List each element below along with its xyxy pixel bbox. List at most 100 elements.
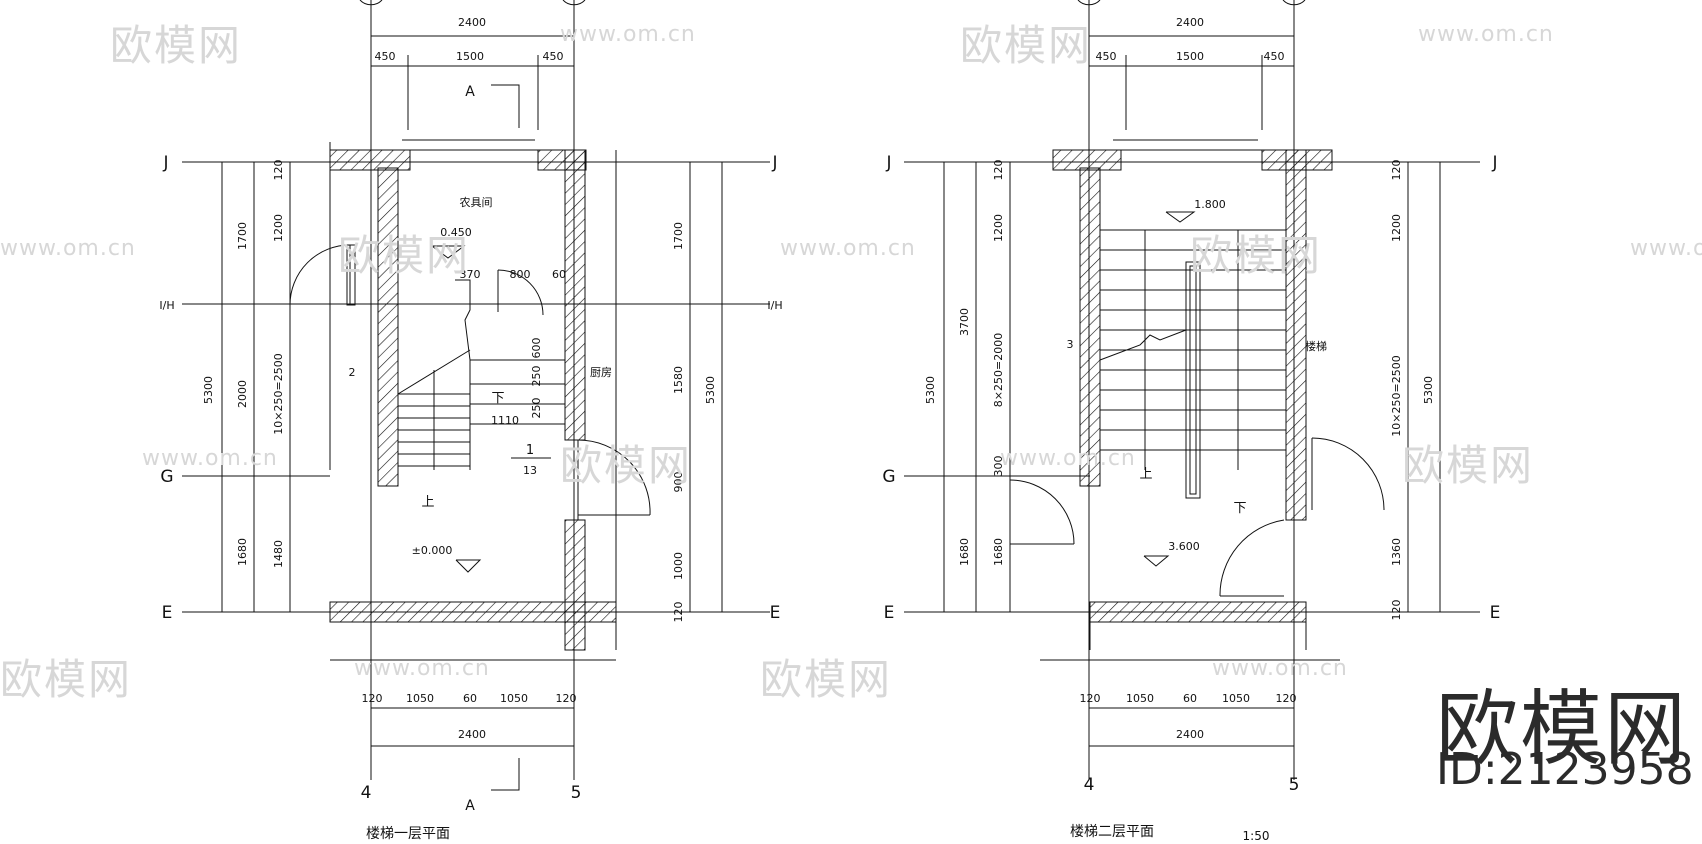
dim-left-1480: 1480 bbox=[272, 540, 285, 568]
plan-right-scale: 1:50 bbox=[1243, 829, 1270, 840]
dim2-right-5300: 5300 bbox=[1422, 376, 1435, 404]
dim-left-120: 120 bbox=[272, 160, 285, 181]
dim-left-1700: 1700 bbox=[236, 222, 249, 250]
axis-label-e-right: E bbox=[770, 603, 781, 623]
dim-bot-1050b: 1050 bbox=[500, 692, 528, 705]
section-mark-top: A bbox=[465, 84, 475, 100]
wall-right-upper bbox=[564, 149, 586, 441]
axis2-label-j-left: J bbox=[885, 153, 891, 173]
room-right-label: 厨房 bbox=[590, 366, 612, 379]
dim2-left-1200: 1200 bbox=[992, 214, 1005, 242]
dim-top-1500: 1500 bbox=[456, 50, 484, 63]
dim2-bot-1050a: 1050 bbox=[1126, 692, 1154, 705]
dim2-top-450b: 450 bbox=[1264, 50, 1285, 63]
dim2-left-1680b: 1680 bbox=[992, 538, 1005, 566]
dim2-top-1500: 1500 bbox=[1176, 50, 1204, 63]
down-label: 下 bbox=[491, 391, 504, 406]
wall-bottom bbox=[329, 601, 617, 623]
up-label-2: 上 bbox=[1139, 467, 1152, 482]
dim-right-900: 900 bbox=[672, 472, 685, 493]
level-floor-2: 3.600 bbox=[1168, 540, 1200, 553]
dim-left-1680: 1680 bbox=[236, 538, 249, 566]
dim-inner-600: 600 bbox=[530, 338, 543, 359]
dim-top-450b: 450 bbox=[543, 50, 564, 63]
plan-right bbox=[904, 0, 1480, 780]
detail-ref-bottom: 13 bbox=[523, 464, 537, 477]
room-label: 农具间 bbox=[460, 195, 493, 209]
dim-bot-60: 60 bbox=[463, 692, 477, 705]
wall2-top-left bbox=[1052, 149, 1122, 171]
room-right-label-2: 楼梯 bbox=[1305, 339, 1327, 353]
axis2-label-g-left: G bbox=[882, 467, 895, 487]
dim2-right-120a: 120 bbox=[1390, 160, 1403, 181]
plan-left-text: 2400 450 1500 450 A A J J I/H I/H G E E … bbox=[159, 16, 782, 842]
axis-label-4: 4 bbox=[361, 783, 372, 803]
axis-label-ih-right: I/H bbox=[767, 299, 782, 312]
dim-inner-370: 370 bbox=[460, 268, 481, 281]
up-label: 上 bbox=[421, 495, 434, 510]
dim2-top-450a: 450 bbox=[1096, 50, 1117, 63]
dim2-bot-120b: 120 bbox=[1276, 692, 1297, 705]
level-top: 1.800 bbox=[1194, 198, 1226, 211]
axis-label-j-left: J bbox=[162, 153, 168, 173]
level-floor: ±0.000 bbox=[412, 544, 453, 557]
dim2-bot-120a: 120 bbox=[1080, 692, 1101, 705]
dim2-left-steps: 8×250=2000 bbox=[992, 333, 1005, 407]
dim2-right-1360: 1360 bbox=[1390, 538, 1403, 566]
stair-note-2: 3 bbox=[1067, 338, 1074, 351]
dim-inner-800: 800 bbox=[510, 268, 531, 281]
dim2-left-5300: 5300 bbox=[924, 376, 937, 404]
dim-left-steps: 10×250=2500 bbox=[272, 353, 285, 434]
dim-left-1200: 1200 bbox=[272, 214, 285, 242]
brand-logo: 欧模网 bbox=[1436, 682, 1689, 777]
dim2-right-120b: 120 bbox=[1390, 600, 1403, 621]
dim-inner-250b: 250 bbox=[530, 398, 543, 419]
wall-right-lower bbox=[564, 519, 586, 651]
dim2-bot-total: 2400 bbox=[1176, 728, 1204, 741]
section-mark-bottom: A bbox=[465, 798, 475, 814]
axis-label-ih-left: I/H bbox=[159, 299, 174, 312]
axis-label-j-right: J bbox=[771, 153, 777, 173]
dim-right-120: 120 bbox=[672, 602, 685, 623]
dim-right-5300: 5300 bbox=[704, 376, 717, 404]
dim2-right-1200: 1200 bbox=[1390, 214, 1403, 242]
down-label-2: 下 bbox=[1233, 501, 1246, 516]
level-room: 0.450 bbox=[440, 226, 472, 239]
wall-left bbox=[377, 167, 399, 487]
wall2-right bbox=[1285, 149, 1307, 521]
dim-right-1700: 1700 bbox=[672, 222, 685, 250]
dim-bot-1050a: 1050 bbox=[406, 692, 434, 705]
dim2-left-1680a: 1680 bbox=[958, 538, 971, 566]
dim-top-total: 2400 bbox=[458, 16, 486, 29]
axis-label-e-left: E bbox=[162, 603, 173, 623]
stair-note: 2 bbox=[349, 366, 356, 379]
dim-left-2000: 2000 bbox=[236, 380, 249, 408]
plan-left bbox=[182, 0, 770, 791]
brand-id: ID:2123958 bbox=[1436, 744, 1694, 795]
plan-right-title: 楼梯二层平面 bbox=[1070, 824, 1154, 840]
dim-left-5300: 5300 bbox=[202, 376, 215, 404]
detail-ref-top: 1 bbox=[526, 443, 534, 458]
dim2-bot-60: 60 bbox=[1183, 692, 1197, 705]
dim-inner-1110: 1110 bbox=[491, 414, 519, 427]
dim-inner-60: 60 bbox=[552, 268, 566, 281]
plan-right-text: 2400 450 1500 450 J J G E E 4 5 1.800 3.… bbox=[882, 16, 1500, 843]
wall2-bottom bbox=[1089, 601, 1307, 623]
wall-top-left bbox=[329, 149, 411, 171]
dim2-right-steps: 10×250=2500 bbox=[1390, 355, 1403, 436]
dim2-left-120: 120 bbox=[992, 160, 1005, 181]
axis2-label-4: 4 bbox=[1084, 775, 1095, 795]
wall2-left bbox=[1079, 167, 1101, 487]
dim-bot-120a: 120 bbox=[362, 692, 383, 705]
axis-label-g-left: G bbox=[160, 467, 173, 487]
dim-inner-250a: 250 bbox=[530, 366, 543, 387]
dim2-left-300: 300 bbox=[992, 456, 1005, 477]
axis2-label-j-right: J bbox=[1491, 153, 1497, 173]
dim-right-1580: 1580 bbox=[672, 366, 685, 394]
dim2-left-3700: 3700 bbox=[958, 308, 971, 336]
dim-bot-total: 2400 bbox=[458, 728, 486, 741]
dim2-bot-1050b: 1050 bbox=[1222, 692, 1250, 705]
stair-handrail bbox=[1185, 261, 1201, 499]
